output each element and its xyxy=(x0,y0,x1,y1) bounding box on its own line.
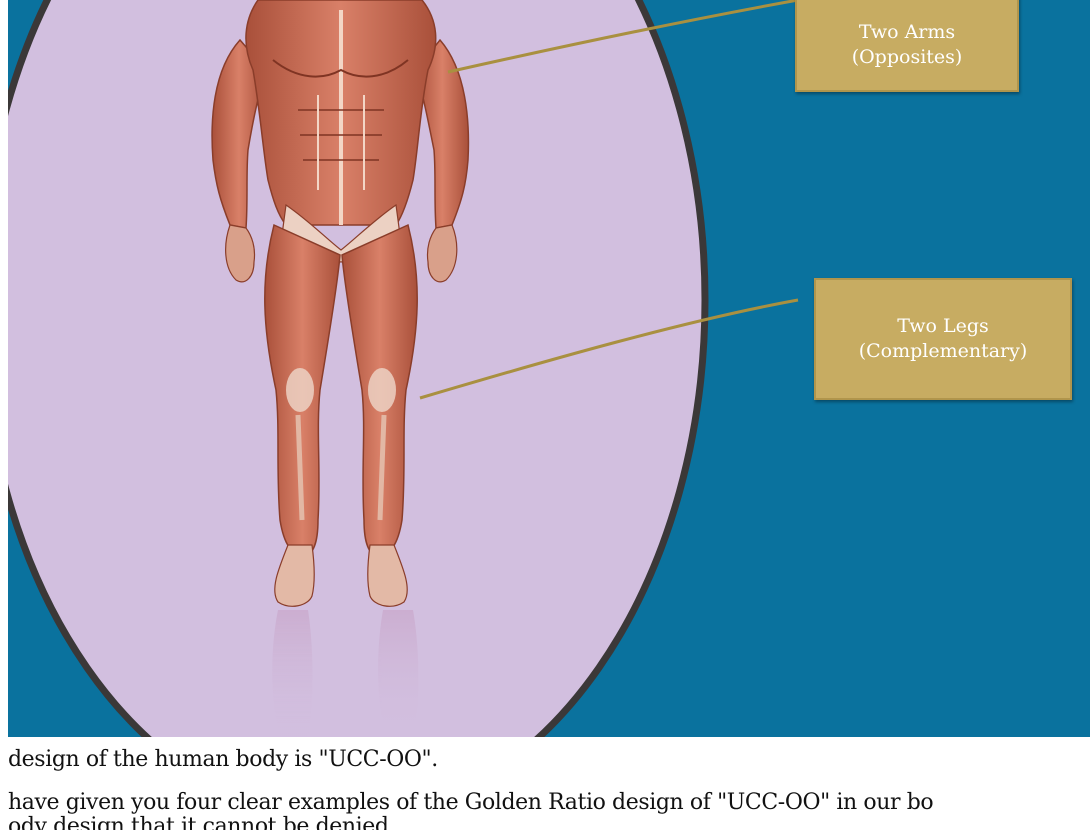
legs-callout-subtitle: (Complementary) xyxy=(816,339,1070,364)
body-text-line-3: ody design that it cannot be denied. xyxy=(8,814,395,830)
arms-callout-box: Two Arms (Opposites) xyxy=(795,0,1019,92)
body-text-line-2: have given you four clear examples of th… xyxy=(8,790,933,815)
legs-callout-title: Two Legs xyxy=(816,314,1070,339)
legs-callout-box: Two Legs (Complementary) xyxy=(814,278,1072,400)
arms-callout-subtitle: (Opposites) xyxy=(797,45,1017,70)
body-text-line-1: design of the human body is "UCC-OO". xyxy=(8,747,438,772)
arms-callout-title: Two Arms xyxy=(797,20,1017,45)
anatomy-figure: Two Arms (Opposites) Two Legs (Complemen… xyxy=(8,0,1090,737)
